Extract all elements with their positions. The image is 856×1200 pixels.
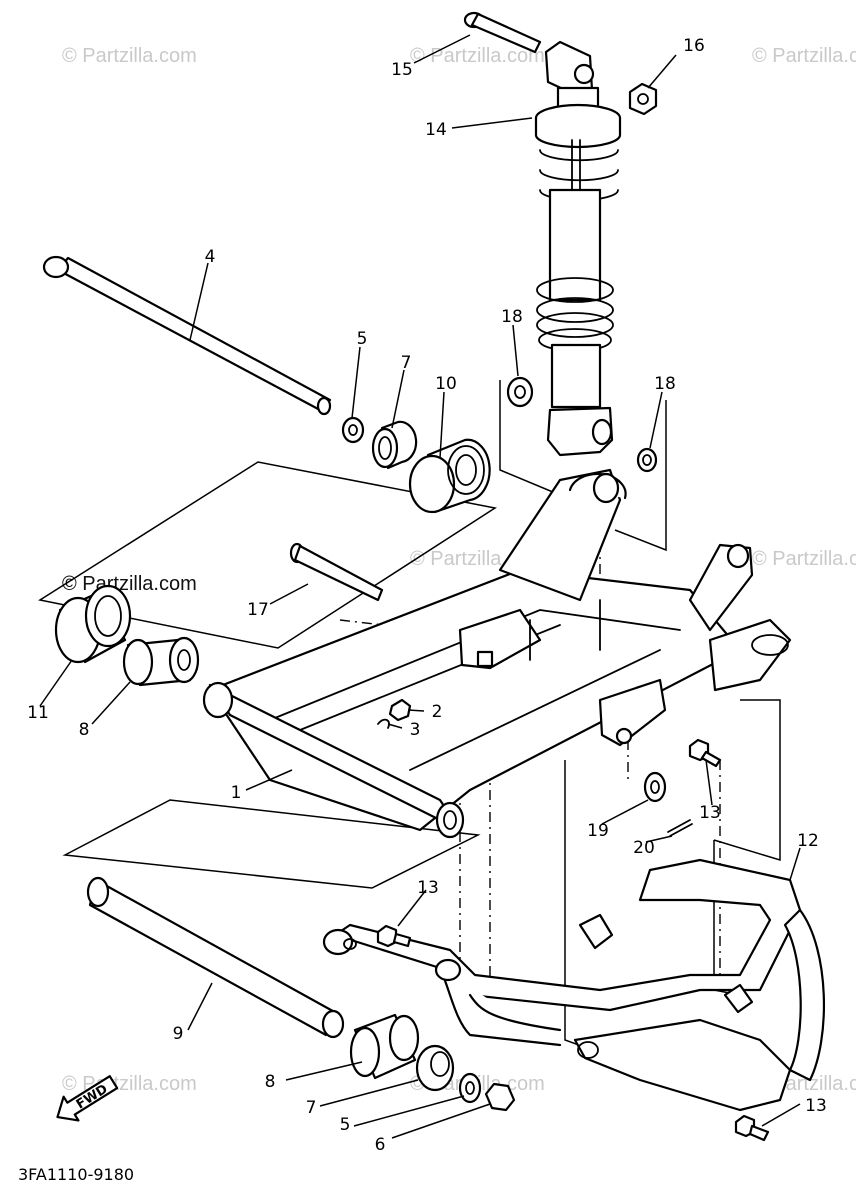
shock-washer [636, 447, 658, 473]
callout-label: 12 [797, 831, 819, 851]
grease-fitting [377, 698, 412, 729]
watermark: © Partzilla.com [752, 548, 856, 570]
callout-label: 18 [501, 307, 523, 327]
callout-label: 13 [805, 1096, 827, 1116]
callout-label: 10 [435, 374, 457, 394]
callout-label: 2 [432, 702, 443, 722]
callout-label: 8 [79, 720, 90, 740]
cotter-pin [667, 819, 693, 837]
link-washer [643, 771, 667, 803]
bolt-box-right [713, 699, 781, 862]
watermark: © Partzilla.com [62, 45, 197, 67]
callout-label: 9 [173, 1024, 184, 1044]
shaft-group-box [62, 799, 481, 889]
bearing-ring [54, 584, 132, 664]
shock-washer [506, 376, 534, 408]
lower-bushing-stack [349, 1013, 516, 1112]
callout-label: 16 [683, 36, 705, 56]
lower-shaft [86, 876, 345, 1039]
pivot-shaft [42, 255, 332, 416]
callout-label: 19 [587, 821, 609, 841]
shock-bracket-box-left [499, 380, 561, 496]
shock-absorber [534, 40, 622, 457]
swingarm-frame [208, 468, 792, 832]
callout-label: 11 [27, 703, 49, 723]
shock-bracket-box-right [614, 400, 667, 552]
shock-top-nut [628, 82, 658, 116]
callouts: 1 2 3 4 5 5 6 7 7 8 8 9 10 11 12 13 13 1… [27, 36, 827, 1155]
bushing [122, 636, 200, 687]
callout-label: 20 [633, 838, 655, 858]
callout-label: 7 [306, 1098, 317, 1118]
bolts-13 [376, 738, 770, 1142]
watermark: © Partzilla.com [62, 1073, 197, 1095]
shaft-washers-top [341, 416, 491, 514]
callout-label: 1 [231, 783, 242, 803]
callout-label: 5 [340, 1115, 351, 1135]
callout-label: 5 [357, 329, 368, 349]
leader-lines [39, 34, 801, 1139]
callout-label: 14 [425, 120, 447, 140]
front-cross-tube [202, 681, 465, 839]
callout-label: 13 [417, 878, 439, 898]
watermark: © Partzilla.com [410, 45, 545, 67]
callout-label: 3 [410, 720, 421, 740]
callout-label: 18 [654, 374, 676, 394]
watermark: © Partzilla.com [62, 573, 197, 595]
link-frame [322, 858, 826, 1112]
callout-label: 4 [205, 247, 216, 267]
lower-link-box [564, 760, 621, 1061]
pivot-pin [289, 542, 384, 602]
callout-label: 13 [699, 803, 721, 823]
callout-label: 15 [391, 60, 413, 80]
callout-label: 6 [375, 1135, 386, 1155]
callout-label: 17 [247, 600, 269, 620]
diagram-code: 3FA1110-9180 [18, 1165, 134, 1184]
callout-label: 8 [265, 1072, 276, 1092]
pivot-group-box [38, 461, 497, 649]
callout-label: 7 [401, 353, 412, 373]
shock-top-bolt [463, 11, 542, 54]
watermark: © Partzilla.com [752, 45, 856, 67]
